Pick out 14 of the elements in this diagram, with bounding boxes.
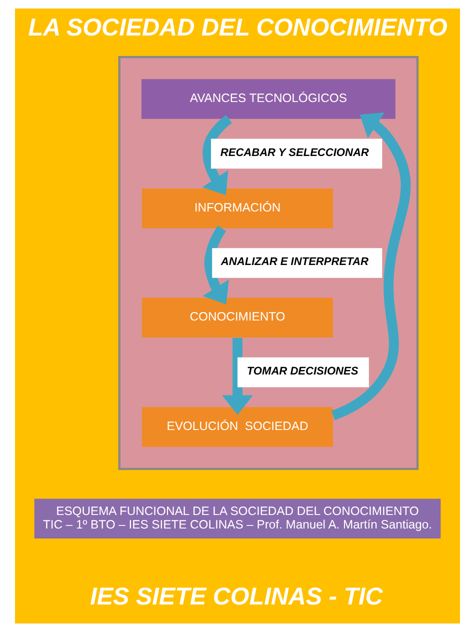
node-box: INFORMACIÓN [141,188,333,228]
node-box: CONOCIMIENTO [141,298,333,338]
node-box: AVANCES TECNOLÓGICOS [140,79,395,119]
cluster [118,56,418,470]
arrow [202,226,228,304]
caption: IES SIETE COLINAS - TIC [90,583,382,610]
arrow [330,112,410,420]
edge-label: ANALIZAR E INTERPRETAR [220,256,368,268]
arrow [222,338,252,415]
diagram-title: LA SOCIEDAD DEL CONOCIMIENTO [28,14,447,42]
edge-label: TOMAR DECISIONES [246,366,358,378]
edge-label: RECABAR Y SELECCIONAR [220,146,368,159]
node-box: EVOLUCIÓN SOCIEDAD [141,407,333,447]
node-box: ESQUEMA FUNCIONAL DE LA SOCIEDAD DEL CONOCIMIENTO TIC – 1º BTO – IES SIETE COLINAS – Prof. Manuel A. Martín Santiago. [34,498,440,538]
